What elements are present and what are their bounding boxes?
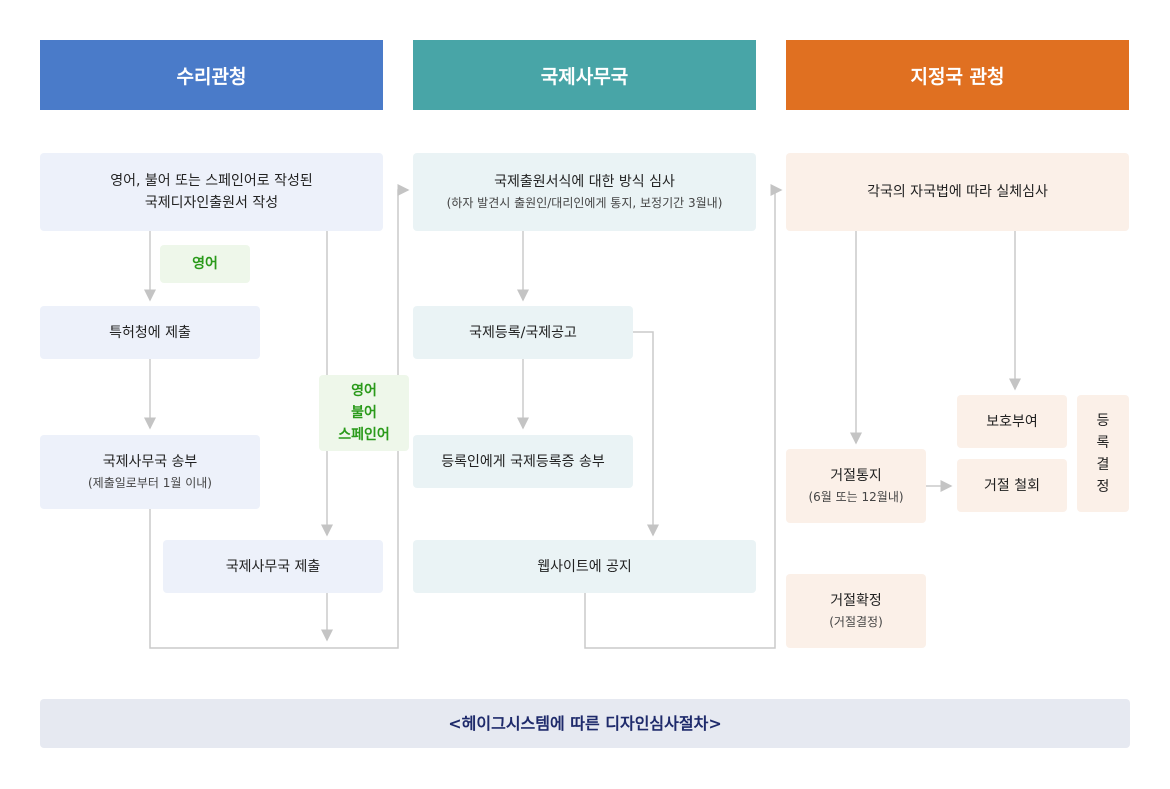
submit-ib-box: 국제사무국 제출 xyxy=(163,540,383,593)
formal-exam-box: 국제출원서식에 대한 방식 심사 (하자 발견시 출원인/대리인에게 통지, 보정… xyxy=(413,153,756,231)
send-cert-box: 등록인에게 국제등록증 송부 xyxy=(413,435,633,488)
withdraw-box: 거절 철회 xyxy=(957,459,1067,512)
grant-box: 보호부여 xyxy=(957,395,1067,448)
forward-sub: (제출일로부터 1월 이내) xyxy=(88,476,212,490)
header-receiving-office: 수리관청 xyxy=(40,40,383,110)
lang-en-badge: 영어 xyxy=(160,245,250,283)
refusal-box: 거절통지 (6월 또는 12월내) xyxy=(786,449,926,523)
header-designated-office: 지정국 관청 xyxy=(786,40,1129,110)
draft-line-1: 영어, 불어 또는 스페인어로 작성된 xyxy=(110,173,313,189)
lang-3: 스페인어 xyxy=(338,427,390,443)
final-refusal-box: 거절확정 (거절결정) xyxy=(786,574,926,648)
submit-kipo-box: 특허청에 제출 xyxy=(40,306,260,359)
lang-1: 영어 xyxy=(351,383,377,399)
decision-char: 등 xyxy=(1096,412,1110,429)
final-sub: (거절결정) xyxy=(829,615,883,629)
decision-char: 록 xyxy=(1096,434,1110,451)
forward-box: 국제사무국 송부 (제출일로부터 1월 이내) xyxy=(40,435,260,509)
lang-2: 불어 xyxy=(351,405,377,421)
exam-title: 국제출원서식에 대한 방식 심사 xyxy=(494,174,675,190)
substantive-exam-box: 각국의 자국법에 따라 실체심사 xyxy=(786,153,1129,231)
refusal-sub: (6월 또는 12월내) xyxy=(808,490,904,504)
decision-char: 결 xyxy=(1096,456,1110,473)
decision-char: 정 xyxy=(1096,478,1110,495)
final-title: 거절확정 xyxy=(830,593,882,609)
exam-sub: (하자 발견시 출원인/대리인에게 통지, 보정기간 3월내) xyxy=(446,196,723,210)
header-international-bureau: 국제사무국 xyxy=(413,40,756,110)
refusal-title: 거절통지 xyxy=(830,468,882,484)
forward-title: 국제사무국 송부 xyxy=(102,454,198,470)
web-notice-box: 웹사이트에 공지 xyxy=(413,540,756,593)
register-box: 국제등록/국제공고 xyxy=(413,306,633,359)
draft-line-2: 국제디자인출원서 작성 xyxy=(144,195,279,211)
diagram-caption: <헤이그시스템에 따른 디자인심사절차> xyxy=(40,699,1130,748)
